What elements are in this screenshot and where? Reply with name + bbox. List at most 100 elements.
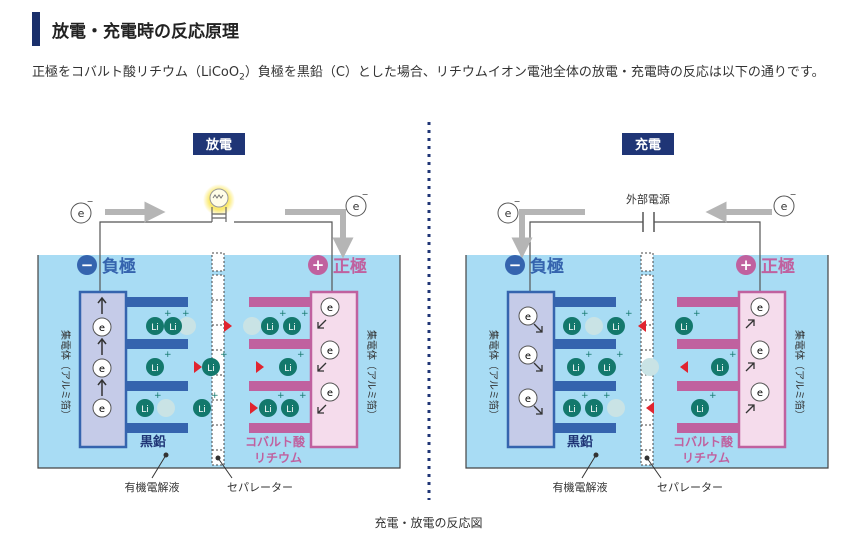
discharge-positive-electrons: e e e	[317, 297, 340, 414]
external-power-icon	[642, 212, 655, 232]
charge-positive-label: 正極	[761, 256, 795, 277]
charge-lithium-ions: Li+ Li+ Li+ Li+ Li+ Li+ Li+ Li+ Li+	[563, 309, 737, 417]
charge-separator-label: セパレーター	[657, 481, 723, 494]
intro-subscript: 2	[239, 72, 245, 83]
svg-text:Li: Li	[286, 405, 294, 415]
discharge-electron-outside-left: e −	[70, 197, 94, 224]
charge-title-badge	[622, 133, 674, 155]
svg-text:Li: Li	[151, 364, 159, 374]
svg-text:Li: Li	[266, 323, 274, 333]
svg-text:Li: Li	[590, 405, 598, 415]
charge-positive-sign-icon	[736, 255, 756, 275]
svg-text:Li: Li	[288, 323, 296, 333]
discharge-tank	[37, 255, 401, 469]
svg-text:+: +	[220, 350, 228, 360]
svg-text:+: +	[603, 391, 611, 401]
discharge-wire-right	[234, 221, 333, 292]
svg-text:e: e	[327, 388, 333, 399]
charge-positive-electrons: e e e	[745, 297, 770, 414]
svg-text:e: e	[327, 303, 333, 314]
discharge-separator-label: セパレーター	[227, 481, 293, 494]
svg-text:−: −	[509, 256, 522, 274]
svg-text:−: −	[514, 197, 521, 206]
svg-text:+: +	[729, 350, 737, 360]
svg-text:Li: Li	[603, 364, 611, 374]
discharge-positive-label: 正極	[333, 256, 367, 277]
discharge-title: 放電	[205, 137, 232, 153]
discharge-negative-label: 負極	[102, 256, 136, 277]
discharge-title-badge	[193, 133, 245, 155]
svg-text:+: +	[211, 391, 219, 401]
svg-text:e: e	[99, 323, 105, 334]
svg-text:e: e	[78, 207, 85, 220]
svg-text:+: +	[154, 391, 162, 401]
svg-text:Li: Li	[716, 364, 724, 374]
discharge-lithium-ions: Li+ Li+ Li+ Li+ Li+ Li+ Li+ Li+ Li+ Li+ …	[136, 309, 309, 417]
discharge-cobalt-label-2: リチウム	[254, 451, 302, 465]
charge-electrolyte-label: 有機電解液	[553, 480, 608, 494]
svg-text:+: +	[279, 309, 287, 319]
svg-text:Li: Li	[568, 405, 576, 415]
svg-text:+: +	[585, 350, 593, 360]
charge-electron-flow-arrow-left	[511, 209, 585, 259]
svg-text:+: +	[740, 256, 753, 274]
svg-text:+: +	[581, 391, 589, 401]
heading-title: 放電・充電時の反応原理	[52, 21, 239, 42]
charge-negative-label: 負極	[530, 256, 564, 277]
charge-electron-outside-left: e −	[497, 197, 521, 224]
svg-text:Li: Li	[696, 405, 704, 415]
charge-title: 充電	[635, 137, 661, 153]
external-power-label: 外部電源	[626, 192, 670, 206]
heading-accent-bar	[32, 12, 40, 46]
charge-tank	[465, 255, 829, 469]
svg-text:e: e	[525, 312, 531, 323]
charge-collector-right-label: 集電体（アルミ箔）	[793, 330, 806, 420]
svg-text:+: +	[312, 256, 325, 274]
svg-text:−: −	[362, 190, 369, 199]
svg-text:+: +	[693, 309, 701, 319]
svg-text:e: e	[505, 207, 512, 220]
svg-text:e: e	[757, 346, 763, 357]
discharge-graphite-label: 黒鉛	[140, 434, 166, 450]
charge-electron-outside-right: e −	[773, 190, 797, 217]
svg-text:Li: Li	[568, 323, 576, 333]
svg-text:−: −	[790, 190, 797, 199]
discharge-positive-sign-icon	[308, 255, 328, 275]
svg-text:+: +	[164, 350, 172, 360]
svg-text:Li: Li	[572, 364, 580, 374]
svg-text:Li: Li	[169, 323, 177, 333]
charge-graphite-label: 黒鉛	[567, 434, 593, 450]
svg-text:Li: Li	[151, 323, 159, 333]
intro-text-1: 正極をコバルト酸リチウム（LiCoO	[32, 65, 240, 80]
svg-text:e: e	[781, 200, 788, 213]
charge-diagram: 充電 外部電源 e − e − − 負極 + 正極	[465, 133, 829, 494]
discharge-collector-right-label: 集電体（アルミ箔）	[365, 330, 378, 420]
charge-cobalt-label-2: リチウム	[682, 451, 730, 465]
discharge-negative-sign-icon	[77, 255, 97, 275]
svg-text:−: −	[87, 197, 94, 206]
figure-caption: 充電・放電の反応図	[374, 516, 483, 530]
svg-text:Li: Li	[284, 364, 292, 374]
svg-text:Li: Li	[612, 323, 620, 333]
discharge-electron-outside-right: e −	[345, 190, 369, 217]
svg-text:+: +	[299, 391, 307, 401]
charge-wire-left	[529, 221, 643, 292]
svg-text:e: e	[757, 303, 763, 314]
charge-cobalt-label-1: コバルト酸	[673, 434, 734, 449]
svg-text:+: +	[277, 391, 285, 401]
discharge-wire-left	[99, 221, 212, 292]
charge-negative-electrons: e e e	[518, 306, 543, 415]
intro-text-2: ）負極を黒鉛（C）とした場合、リチウムイオン電池全体の放電・充電時の反応は以下の…	[244, 65, 825, 80]
svg-text:Li: Li	[207, 364, 215, 374]
svg-text:+: +	[182, 309, 190, 319]
discharge-diagram: 放電 e − e − − 負極	[37, 133, 401, 494]
svg-text:Li: Li	[680, 323, 688, 333]
svg-text:+: +	[616, 350, 624, 360]
svg-text:Li: Li	[141, 405, 149, 415]
svg-text:+: +	[301, 309, 309, 319]
svg-text:+: +	[709, 391, 717, 401]
svg-text:+: +	[581, 309, 589, 319]
svg-text:e: e	[525, 394, 531, 405]
svg-text:e: e	[353, 200, 360, 213]
